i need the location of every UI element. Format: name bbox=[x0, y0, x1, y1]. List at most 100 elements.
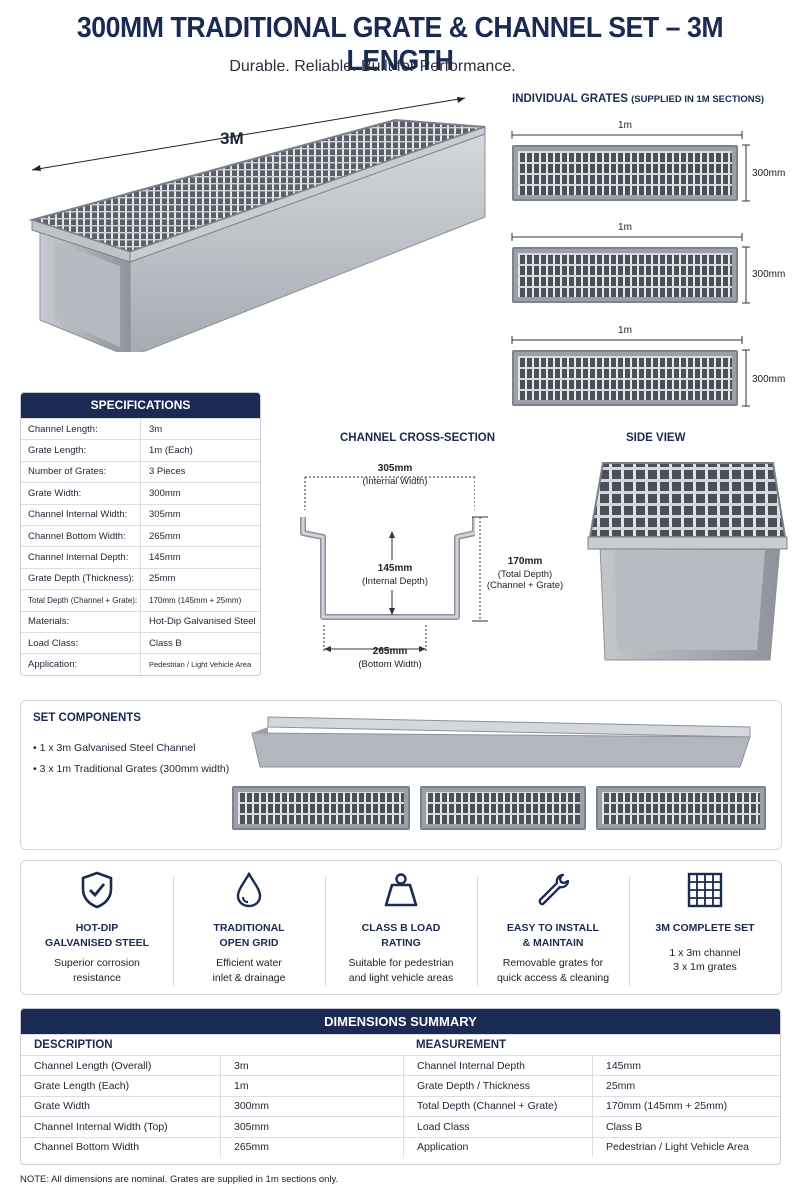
spec-value: 1m (Each) bbox=[149, 445, 193, 457]
grate-1-length-line bbox=[511, 131, 743, 139]
list-item: • 1 x 3m Galvanised Steel Channel bbox=[33, 742, 196, 754]
grid-icon bbox=[629, 871, 781, 909]
features-panel: HOT-DIP GALVANISED STEEL Superior corrosi… bbox=[20, 860, 782, 995]
feature-easy-install: EASY TO INSTALL& MAINTAIN Removable grat… bbox=[477, 861, 629, 994]
dim-left-label: Channel Length (Overall) bbox=[21, 1055, 221, 1076]
feature-title-line: HOT-DIP bbox=[75, 922, 119, 934]
specifications-heading: SPECIFICATIONS bbox=[21, 393, 260, 418]
spec-label: Application: bbox=[21, 654, 141, 675]
page-subtitle: Durable. Reliable. Built for Performance… bbox=[229, 58, 516, 75]
feature-title-line: TRADITIONAL bbox=[213, 922, 285, 934]
spec-row: Channel Length:3m bbox=[21, 418, 260, 440]
depth-note: (Internal Depth) bbox=[361, 575, 428, 587]
dim-left-value: 300mm bbox=[221, 1095, 403, 1116]
feature-desc-line: Efficient water bbox=[216, 957, 282, 970]
feature-desc-line: resistance bbox=[73, 971, 121, 984]
channel-component-image bbox=[251, 716, 751, 768]
spec-row: Application: Pedestrian / Light Vehicle A… bbox=[21, 653, 260, 675]
weight-icon bbox=[325, 871, 477, 909]
dim-left-label: Channel Internal Width (Top) bbox=[21, 1116, 221, 1137]
individual-grates-heading: INDIVIDUAL GRATES (SUPPLIED IN 1M SECTIO… bbox=[512, 93, 764, 105]
bottom-width-arrow bbox=[323, 625, 427, 653]
dimensions-summary-table: DIMENSIONS SUMMARY DESCRIPTION MEASUREME… bbox=[20, 1008, 781, 1165]
spec-row: Channel Internal Width:305mm bbox=[21, 503, 260, 525]
list-item: • 3 x 1m Traditional Grates (300mm width… bbox=[33, 763, 230, 775]
total-depth-note: (Total Depth) bbox=[497, 568, 553, 580]
feature-desc-line: and light vehicle areas bbox=[348, 971, 454, 984]
feature-galvanised: HOT-DIP GALVANISED STEEL Superior corrosi… bbox=[21, 861, 173, 994]
side-view-image bbox=[587, 462, 788, 661]
shield-check-icon bbox=[21, 871, 173, 909]
dim-left-label: Channel Bottom Width bbox=[21, 1136, 221, 1157]
grate-component-1 bbox=[232, 786, 410, 830]
spec-row: Grate Width:300mm bbox=[21, 482, 260, 504]
dimensions-heading: DIMENSIONS SUMMARY bbox=[21, 1009, 780, 1034]
feature-title-line: & MAINTAIN bbox=[522, 936, 584, 949]
dim-right-value: 25mm bbox=[593, 1075, 780, 1095]
set-components-heading: SET COMPONENTS bbox=[33, 712, 141, 724]
side-view-heading: SIDE VIEW bbox=[626, 432, 686, 444]
dim-right-value: Pedestrian / Light Vehicle Area bbox=[593, 1136, 780, 1157]
feature-desc-line: 3 x 1m grates bbox=[673, 960, 737, 973]
dim-left-label: Grate Length (Each) bbox=[21, 1075, 221, 1096]
cross-section-depth-dimension: 145mm(Internal Depth) bbox=[350, 563, 440, 587]
spec-label: Grate Length: bbox=[21, 440, 141, 461]
feature-desc-line: Superior corrosion bbox=[54, 957, 140, 970]
channel-hero-image: 3M bbox=[28, 97, 486, 352]
dim-left-value: 3m bbox=[221, 1055, 403, 1075]
specifications-table: SPECIFICATIONS Channel Length:3m Grate L… bbox=[20, 392, 261, 676]
page-title: 300MM TRADITIONAL GRATE & CHANNEL SET – … bbox=[76, 12, 724, 77]
feature-title-line: 3M COMPLETE SET bbox=[655, 922, 755, 934]
spec-label: Channel Internal Depth: bbox=[21, 547, 141, 568]
column-header-measurement: MEASUREMENT bbox=[403, 1034, 780, 1055]
cross-section-total-dimension: 170mm(Total Depth)(Channel + Grate) bbox=[482, 556, 568, 592]
cross-section-top-dimension: 305mm(Internal Width) bbox=[350, 463, 440, 487]
feature-title: HOT-DIP GALVANISED STEEL bbox=[21, 921, 173, 950]
spec-label: Materials: bbox=[21, 611, 141, 632]
grate-1-image bbox=[512, 145, 738, 201]
component-label: 3 x 1m Traditional Grates (300mm width) bbox=[39, 763, 230, 775]
total-depth-value: 170mm bbox=[507, 556, 543, 567]
feature-title-line: GALVANISED STEEL bbox=[44, 936, 150, 949]
dim-right-label: Load Class bbox=[403, 1116, 593, 1137]
feature-title-line: OPEN GRID bbox=[219, 936, 279, 949]
spec-value: Class B bbox=[149, 637, 182, 649]
spec-value: Pedestrian / Light Vehicle Area bbox=[149, 659, 252, 669]
spec-row: Channel Bottom Width:265mm bbox=[21, 524, 260, 547]
feature-title: 3M COMPLETE SET bbox=[629, 921, 781, 936]
feature-desc-line: inlet & drainage bbox=[212, 971, 286, 984]
grate-component-2 bbox=[420, 786, 586, 830]
spec-row: Grate Length: 1m (Each) bbox=[21, 439, 260, 461]
water-drop-icon bbox=[173, 871, 325, 909]
grate-3-image bbox=[512, 350, 738, 406]
spec-value: 3m bbox=[149, 423, 163, 435]
hero-length-label: 3M bbox=[220, 129, 244, 148]
top-width-value: 305mm bbox=[377, 463, 413, 474]
spec-value: 300mm bbox=[149, 487, 181, 499]
total-depth-arrow bbox=[472, 516, 488, 622]
grate-2-length: 1m bbox=[618, 222, 632, 233]
dim-right-value: Class B bbox=[593, 1116, 780, 1136]
grate-1-width: 300mm bbox=[752, 168, 786, 179]
spec-label: Total Depth (Channel + Grate): bbox=[21, 590, 141, 611]
grate-3-length: 1m bbox=[618, 325, 632, 336]
spec-value: 145mm bbox=[149, 552, 181, 564]
feature-desc-line: Removable grates for bbox=[502, 957, 604, 970]
dim-right-label: Channel Internal Depth bbox=[403, 1055, 593, 1076]
footnote: NOTE: All dimensions are nominal. Grates… bbox=[20, 1174, 339, 1185]
individual-grates-title: INDIVIDUAL GRATES bbox=[512, 93, 628, 105]
cross-section-diagram bbox=[300, 476, 475, 620]
spec-row: Channel Internal Depth: 145mm bbox=[21, 546, 260, 568]
bottom-width-value: 265mm bbox=[372, 646, 408, 657]
grate-2-length-line bbox=[511, 233, 743, 241]
bottom-width-note: (Bottom Width) bbox=[358, 658, 422, 670]
spec-row: Load Class:Class B bbox=[21, 631, 260, 654]
grate-3-width-line bbox=[742, 349, 750, 407]
top-width-note: (Internal Width) bbox=[362, 475, 428, 487]
spec-row: Total Depth (Channel + Grate):170mm (145… bbox=[21, 589, 260, 611]
